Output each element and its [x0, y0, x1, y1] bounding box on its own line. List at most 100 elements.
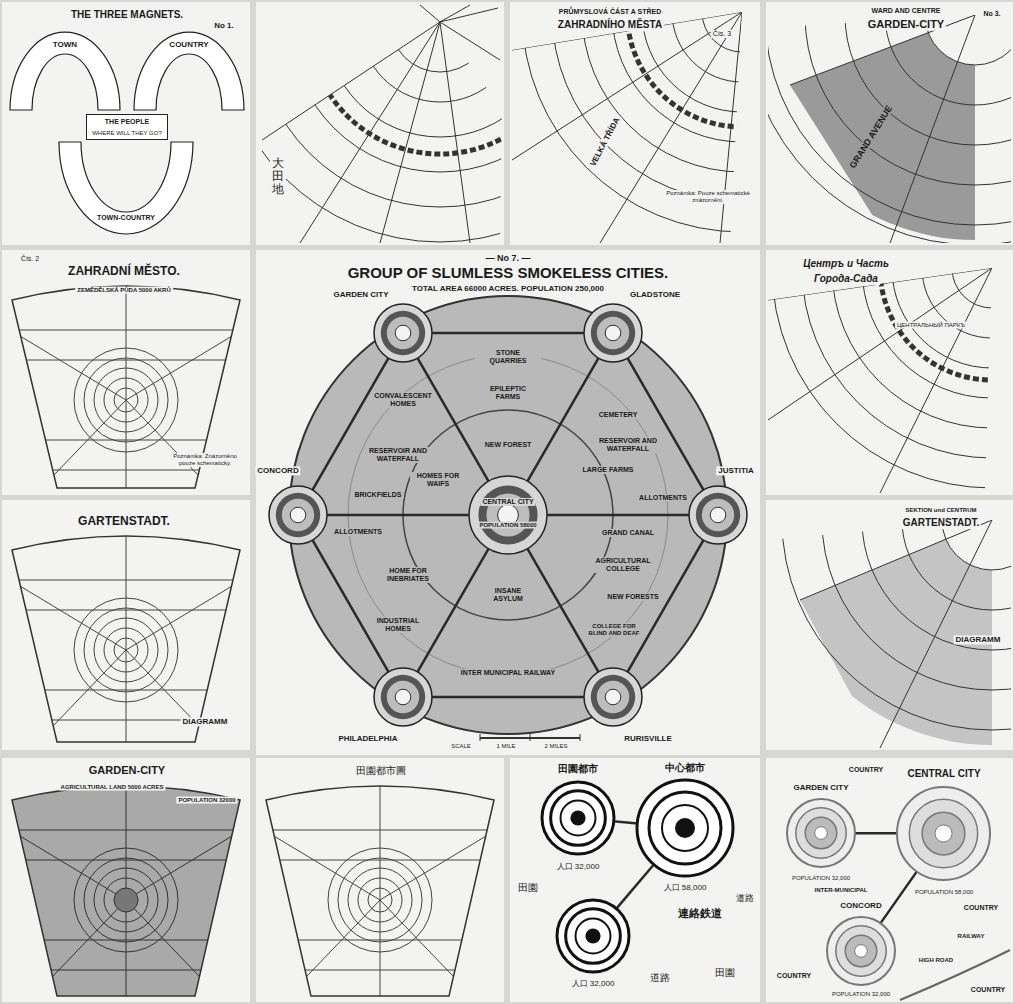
label-text: AGRICULTURAL LAND 5000 ACRES	[59, 784, 166, 791]
label-text: HIGH ROAD	[917, 957, 955, 964]
ring	[710, 507, 726, 523]
magnet-shape: TOWN-COUNTRY	[59, 142, 193, 234]
label-text: 道路	[734, 893, 756, 903]
label-text: THE PEOPLE	[105, 118, 149, 126]
railway-line	[528, 359, 598, 480]
magnet-outline	[134, 32, 244, 110]
node-outline	[826, 916, 896, 986]
ring	[381, 311, 425, 355]
label-text: No 3.	[981, 10, 1002, 18]
label-text: 人口 58,000	[662, 883, 709, 892]
label-text: INTER-MUNICIPAL	[813, 887, 870, 894]
label-text: Города-Сада	[812, 273, 880, 285]
ring	[605, 689, 621, 705]
node-outline	[468, 475, 548, 555]
label-text: COUNTRY	[775, 972, 813, 980]
ring	[649, 792, 721, 864]
label-text: INSANE ASYLUM	[480, 587, 536, 603]
railway-line	[313, 541, 388, 671]
city-circle: GARDEN CITYPOPULATION 32,000	[786, 798, 856, 868]
ring	[591, 311, 635, 355]
label-text: Čís. 3	[711, 30, 733, 38]
fan-grid	[0, 280, 250, 500]
railway-line	[313, 359, 388, 489]
city-circle: GLADSTONE	[583, 303, 643, 363]
ring	[576, 919, 611, 954]
node-outline	[583, 303, 643, 363]
figure-panel: 連絡鉄道田園田園道路道路田園都市人口 32,000中心都市人口 58,000人口…	[510, 758, 760, 1002]
node-outline	[373, 303, 433, 363]
ward-arcs	[768, 48, 1015, 493]
high-road	[900, 950, 1010, 1000]
label-text: Poznámka: Pouze schematické znázornění.	[664, 190, 753, 204]
ring	[282, 499, 314, 531]
figure-panel: WARD AND CENTREGARDEN-CITYNo 3.GRAND AVE…	[766, 2, 1013, 245]
fan-drawing	[220, 0, 660, 242]
label-text: GARDEN CITY	[331, 290, 390, 299]
label-text: COUNTRY	[167, 40, 210, 49]
node-outline	[583, 667, 643, 727]
railway-line	[628, 359, 703, 489]
ring	[374, 304, 432, 362]
label-text: INTER MUNICIPAL RAILWAY	[459, 669, 557, 677]
label-text: GRAND AVENUE	[846, 102, 895, 172]
figure-panel: GARTENSTADT.DIAGRAMM	[2, 500, 250, 750]
ring	[374, 668, 432, 726]
railway-line	[616, 822, 635, 824]
fan-grid	[256, 780, 504, 1000]
label-text: CONVALESCENT HOMES	[371, 392, 435, 408]
ring	[597, 317, 629, 349]
figure-panel: Центръ и ЧастьГорода-СадаЦЕНТРАЛЬНЫЙ ПАР…	[766, 250, 1013, 495]
ring	[689, 486, 747, 544]
label-text: DIAGRAMM	[954, 635, 1003, 644]
label-text: GARDEN CITY	[791, 783, 850, 792]
fan-outline	[12, 786, 240, 996]
region-disk: STONE QUARRIESEPILEPTIC FARMSNEW FORESTC…	[288, 295, 728, 735]
label-text: 2 MILES	[542, 743, 569, 750]
label-text: GRAND CANAL	[600, 529, 656, 537]
ring	[570, 810, 585, 825]
label-text: CENTRAL CITY	[480, 498, 535, 506]
node-outline	[268, 485, 328, 545]
label-text: EPILEPTIC FARMS	[475, 385, 541, 401]
label-text: GLADSTONE	[628, 290, 682, 299]
scale-bar	[480, 734, 580, 741]
fan-grid	[0, 530, 250, 750]
label-text: CENTRAL CITY	[905, 768, 982, 780]
figure-panel: THE THREE MAGNETS.No 1.TOWNCOUNTRYTOWN-C…	[2, 2, 250, 245]
magnet-outline	[59, 142, 193, 234]
label-text: ZEMĚDĚLSKÁ PŮDA 5000 AKRŮ	[75, 287, 173, 294]
fan-rays	[262, 5, 500, 243]
label-text: COUNTRY	[969, 986, 1007, 994]
label-text: 道路	[648, 972, 672, 984]
ring	[542, 782, 614, 854]
railway-line	[433, 696, 583, 699]
railway-line	[881, 872, 916, 922]
label-text: JUSTITIA	[716, 466, 756, 475]
label-text: 田園都市	[556, 763, 600, 775]
label-text: BRICKFIELDS	[352, 491, 403, 499]
ring	[827, 917, 895, 985]
city-circle: CENTRAL CITYPOPULATION 58,000	[896, 786, 991, 881]
city-circle: CONCORDPOPULATION 32,000	[826, 916, 896, 986]
railway-line	[548, 514, 688, 517]
node-outline	[635, 778, 735, 878]
ring	[897, 787, 990, 880]
ring	[591, 675, 635, 719]
label-text: NEW FOREST	[483, 441, 534, 449]
node-outline	[86, 114, 168, 140]
figure-panel: 田園都市圖	[256, 758, 504, 1002]
ring	[387, 317, 419, 349]
label-text: RESERVOIR AND WATERFALL	[364, 447, 432, 463]
magnet-outline	[10, 32, 120, 110]
label-text: 1 MILE	[494, 743, 517, 750]
label-text: ZAHRADNÍHO MĚSTA	[556, 19, 664, 31]
region-disk-fill	[288, 295, 728, 735]
ring	[696, 493, 740, 537]
ring	[584, 304, 642, 362]
ring	[787, 799, 855, 867]
ring	[566, 909, 621, 964]
figure-panel: PRŮMYSLOVÁ ČÁST A STŘEDZAHRADNÍHO MĚSTAČ…	[510, 2, 760, 245]
ring	[637, 780, 733, 876]
